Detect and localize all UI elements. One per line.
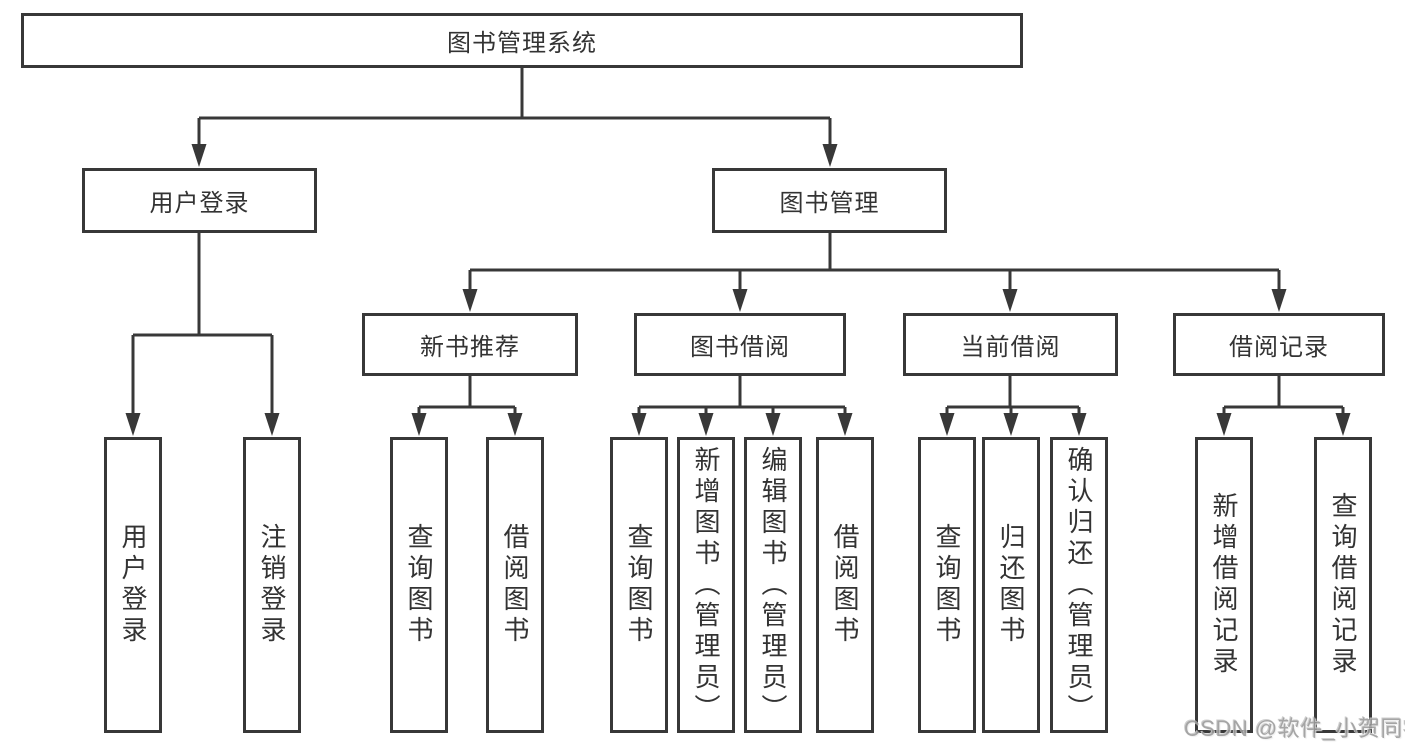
leaf-query-borrow-record-label: 查询借阅记录 (1328, 492, 1358, 678)
node-current-borrowing-label: 当前借阅 (960, 334, 1061, 361)
csdn-watermark: CSDN @软件_小贺同学 (1184, 716, 1405, 741)
leaf-query-books-recommend: 查询图书 (390, 437, 448, 733)
node-borrowing-records-label: 借阅记录 (1229, 334, 1329, 361)
leaf-return-book: 归还图书 (982, 437, 1040, 733)
leaf-user-login-label: 用户登录 (118, 523, 148, 647)
leaf-query-borrow-record: 查询借阅记录 (1314, 437, 1372, 733)
leaf-borrow-books: 借阅图书 (816, 437, 874, 733)
leaf-query-books-current: 查询图书 (918, 437, 976, 733)
leaf-add-borrow-record: 新增借阅记录 (1195, 437, 1253, 733)
node-book-borrowing: 图书借阅 (634, 313, 846, 376)
node-root-label: 图书管理系统 (447, 30, 597, 57)
leaf-return-book-label: 归还图书 (996, 523, 1026, 647)
leaf-query-books-borrow: 查询图书 (610, 437, 668, 733)
node-user-login: 用户登录 (82, 168, 317, 233)
leaf-query-books-borrow-label: 查询图书 (624, 523, 654, 647)
node-borrowing-records: 借阅记录 (1173, 313, 1385, 376)
node-new-book-recommend: 新书推荐 (362, 313, 578, 376)
leaf-edit-book-admin: 编辑图书（管理员） (744, 437, 802, 733)
node-book-management-label: 图书管理 (779, 190, 880, 217)
node-user-login-label: 用户登录 (149, 190, 250, 217)
leaf-borrow-books-label: 借阅图书 (830, 523, 860, 647)
node-book-management: 图书管理 (712, 168, 947, 233)
leaf-query-books-current-label: 查询图书 (932, 523, 962, 647)
node-current-borrowing: 当前借阅 (903, 313, 1118, 376)
leaf-add-book-admin-label: 新增图书（管理员） (691, 445, 721, 725)
node-book-borrowing-label: 图书借阅 (690, 334, 790, 361)
leaf-logout-label: 注销登录 (257, 523, 287, 647)
leaf-query-books-recommend-label: 查询图书 (404, 523, 434, 647)
leaf-confirm-return-admin: 确认归还（管理员） (1050, 437, 1108, 733)
leaf-logout: 注销登录 (243, 437, 301, 733)
leaf-add-book-admin: 新增图书（管理员） (677, 437, 735, 733)
leaf-borrow-books-recommend-label: 借阅图书 (500, 523, 530, 647)
leaf-add-borrow-record-label: 新增借阅记录 (1209, 492, 1239, 678)
node-root: 图书管理系统 (21, 13, 1023, 68)
leaf-edit-book-admin-label: 编辑图书（管理员） (758, 445, 788, 725)
node-new-book-recommend-label: 新书推荐 (420, 334, 520, 361)
leaf-user-login: 用户登录 (104, 437, 162, 733)
leaf-borrow-books-recommend: 借阅图书 (486, 437, 544, 733)
leaf-confirm-return-admin-label: 确认归还（管理员） (1064, 445, 1094, 725)
